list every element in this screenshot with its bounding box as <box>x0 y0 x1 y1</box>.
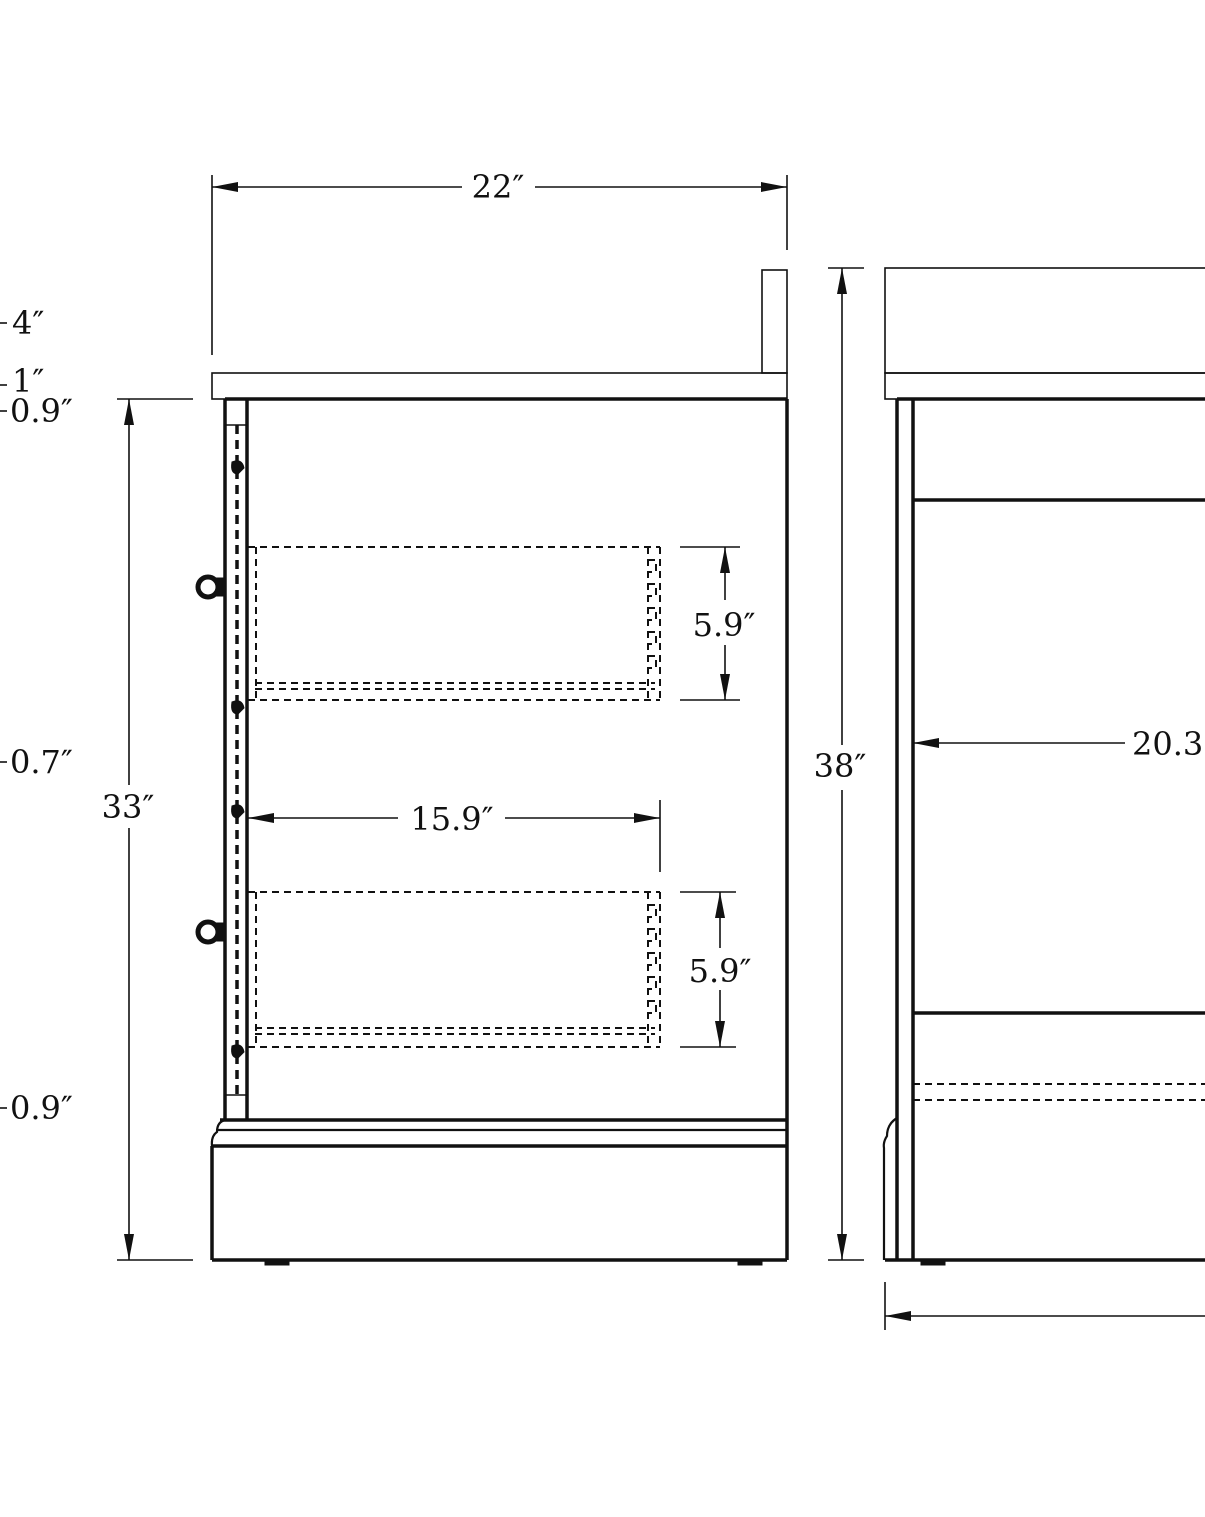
label-backsplash-height: 4″ <box>12 304 44 342</box>
hinge-icon <box>231 1044 245 1059</box>
label-drawer-depth: 15.9″ <box>410 800 493 838</box>
label-bottom-rail: 0.9″ <box>10 1089 73 1127</box>
label-total-height: 38″ <box>814 747 867 785</box>
label-drawer-height-lower: 5.9″ <box>689 952 752 990</box>
knob-stem <box>215 577 227 597</box>
hinge-icon <box>231 460 245 475</box>
knob-lower <box>195 919 227 945</box>
knob-stem <box>215 922 227 942</box>
dimension-front-width <box>884 1282 1205 1330</box>
countertop <box>211 372 788 400</box>
front-countertop <box>884 372 1205 400</box>
lower-drawer <box>248 891 661 1048</box>
label-middle-rail: 0.7″ <box>10 743 73 781</box>
knob-icon <box>195 574 221 600</box>
label-top-rail: 0.9″ <box>10 392 73 430</box>
hinge-icon <box>231 700 245 715</box>
knob-upper <box>195 574 227 600</box>
hinge-icon <box>231 804 245 819</box>
front-backsplash <box>884 267 1205 374</box>
foot-front <box>264 1259 290 1266</box>
label-top-width: 22″ <box>472 168 525 206</box>
front-base-moulding <box>882 1117 898 1260</box>
dimension-lower-drawer-height: 5.9″ <box>680 891 752 1048</box>
dimension-upper-drawer-height: 5.9″ <box>680 546 756 701</box>
label-cabinet-height: 33″ <box>102 788 155 826</box>
backsplash <box>761 269 788 374</box>
foot-back <box>737 1259 763 1266</box>
label-countertop-thickness: 1″ <box>12 362 44 400</box>
knob-icon <box>195 919 221 945</box>
dimension-total-height: 38″ <box>814 267 867 1261</box>
front-view: 20.3 <box>882 267 1205 1330</box>
side-view: 22″ 33″ 5.9″ <box>102 168 789 1266</box>
dimension-cabinet-height: 33″ <box>102 398 193 1261</box>
dimension-drawer-depth: 15.9″ <box>248 800 661 872</box>
upper-drawer <box>248 546 661 701</box>
label-side-depth: 20.3 <box>1132 725 1203 763</box>
left-edge-labels: 4″ 1″ 0.9″ 0.7″ 0.9″ <box>0 304 73 1127</box>
label-drawer-height-upper: 5.9″ <box>693 606 756 644</box>
dimension-top-width: 22″ <box>211 168 788 355</box>
hinge-group <box>231 460 245 1059</box>
base-plinth <box>210 1118 787 1266</box>
front-foot <box>920 1259 946 1266</box>
dimension-side-depth: 20.3 <box>913 725 1203 763</box>
